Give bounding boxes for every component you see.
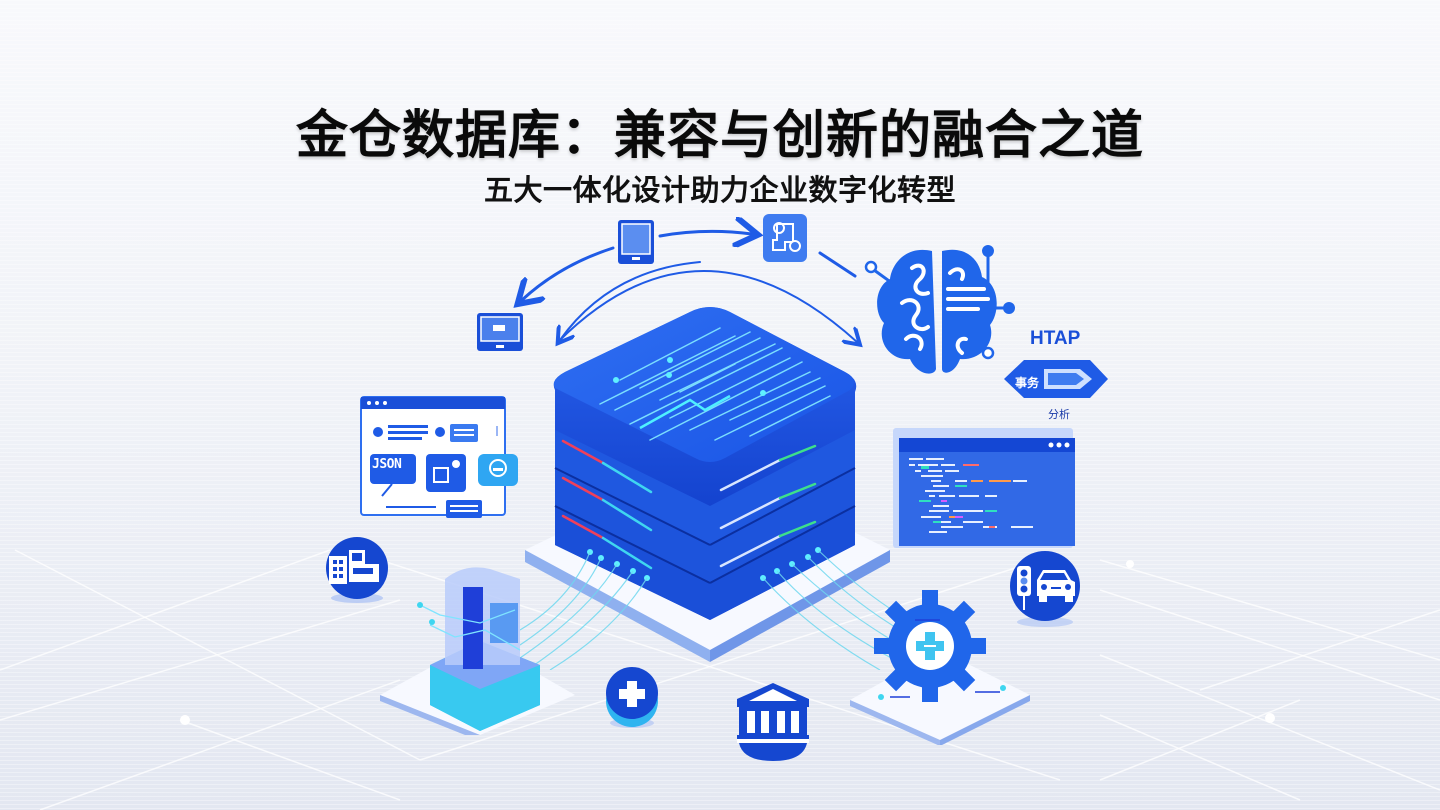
bank-institution-icon (737, 683, 809, 761)
json-document-panel (360, 396, 518, 518)
htap-analysis-label: 分析 (1048, 408, 1070, 421)
page-subtitle: 五大一体化设计助力企业数字化转型 (483, 173, 956, 208)
data-model-icon (763, 214, 807, 262)
database-server-stack (520, 307, 900, 670)
json-badge: JSON (372, 457, 402, 472)
small-server-node (380, 567, 575, 735)
htap-arrow-icon (1004, 360, 1108, 398)
page-title: 金仓数据库：兼容与创新的融合之道 (295, 105, 1144, 166)
ai-brain-icon (864, 245, 1015, 374)
code-editor-window (893, 428, 1075, 548)
settings-gear-icon (850, 590, 1030, 745)
medical-cross-icon (606, 667, 658, 728)
traffic-car-icon (1010, 551, 1080, 627)
tablet-icon (618, 220, 654, 264)
monitor-icon (477, 313, 523, 351)
htap-transaction-label: 事务 (1015, 376, 1040, 390)
enterprise-building-icon (326, 537, 388, 603)
htap-label: HTAP (1030, 328, 1081, 349)
